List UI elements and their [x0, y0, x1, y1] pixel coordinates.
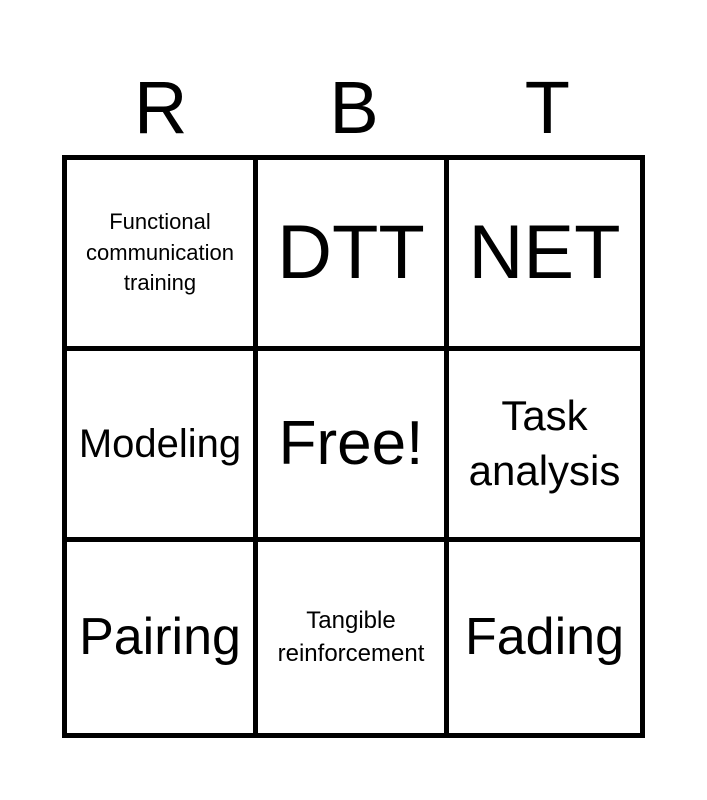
- bingo-cell[interactable]: Pairing: [67, 542, 258, 733]
- bingo-cell[interactable]: DTT: [258, 160, 449, 351]
- header-letter-r: R: [133, 66, 188, 149]
- header-letter-b: B: [329, 66, 379, 149]
- bingo-cell[interactable]: Tangible reinforcement: [258, 542, 449, 733]
- cell-label: Pairing: [79, 607, 241, 666]
- cell-label: NET: [468, 210, 621, 296]
- bingo-header: R B T: [64, 60, 644, 156]
- bingo-cell[interactable]: Modeling: [67, 351, 258, 542]
- cell-label: Fading: [465, 607, 624, 666]
- free-space-cell[interactable]: Free!: [258, 351, 449, 542]
- cell-label: Task analysis: [468, 392, 621, 494]
- cell-label: Tangible reinforcement: [277, 607, 425, 667]
- cell-label: Functional communication training: [86, 208, 234, 296]
- bingo-cell[interactable]: Functional communication training: [67, 160, 258, 351]
- bingo-cell[interactable]: NET: [449, 160, 640, 351]
- free-space-label: Free!: [278, 409, 424, 479]
- cell-label: Modeling: [78, 422, 242, 466]
- bingo-cell[interactable]: Fading: [449, 542, 640, 733]
- cell-label: DTT: [277, 210, 425, 296]
- header-letter-t: T: [524, 66, 570, 149]
- bingo-cell[interactable]: Task analysis: [449, 351, 640, 542]
- bingo-board: Functional communication training DTT NE…: [62, 155, 645, 738]
